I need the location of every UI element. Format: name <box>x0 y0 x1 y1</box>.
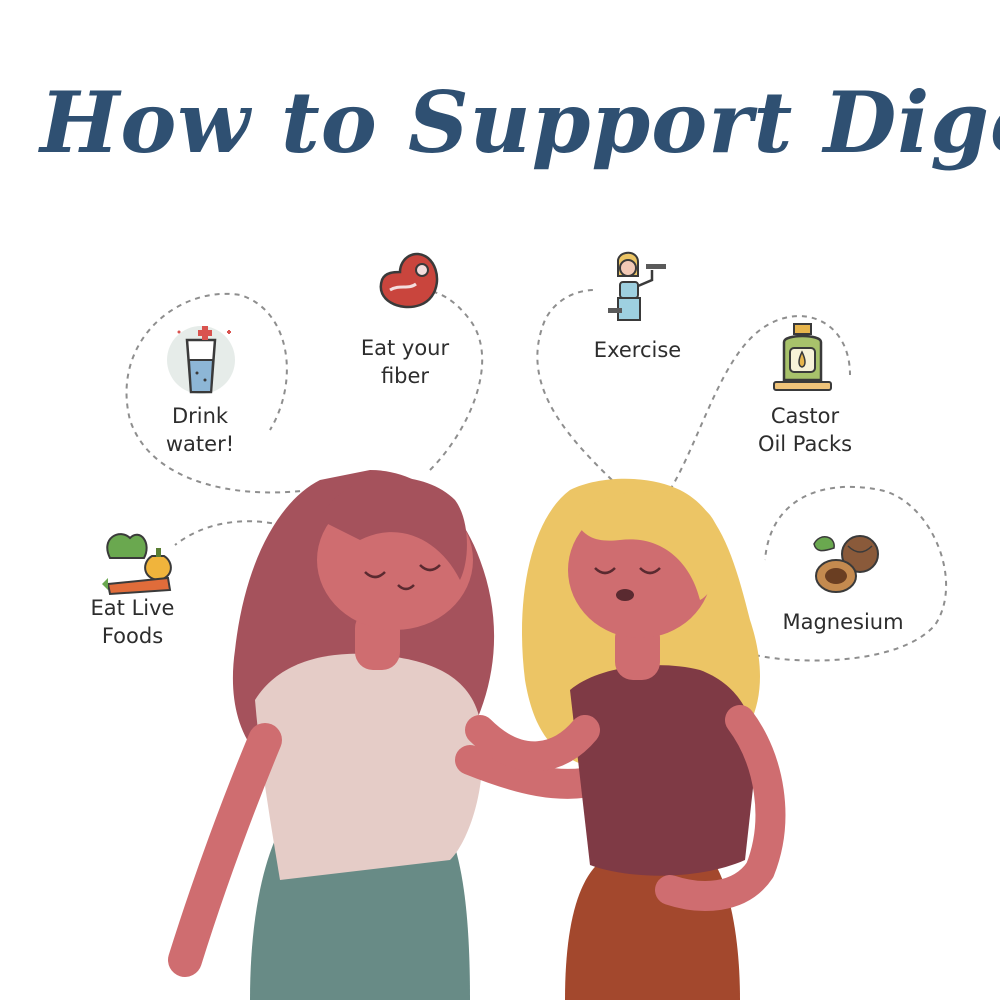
nuts-icon <box>808 530 883 595</box>
tip-exercise: Exercise <box>593 338 682 362</box>
woman-right <box>465 478 786 1000</box>
oil-bottle-icon <box>770 320 835 395</box>
tip-live-foods: Eat Live Foods <box>90 596 175 648</box>
tip-drink-water: Drink water! <box>165 404 235 456</box>
water-glass-icon <box>165 318 245 398</box>
tip-eat-fiber: Eat your fiber <box>360 336 450 388</box>
steak-icon <box>370 250 445 315</box>
vegetables-icon <box>100 528 180 598</box>
tip-castor-oil: Castor Oil Packs <box>757 404 853 456</box>
page-title: How to Support Digestion <box>40 73 1000 172</box>
woman-left <box>168 470 615 1000</box>
dumbbell-woman-icon <box>600 250 675 325</box>
tip-magnesium: Magnesium <box>782 610 904 634</box>
dashed-connectors <box>125 289 947 662</box>
